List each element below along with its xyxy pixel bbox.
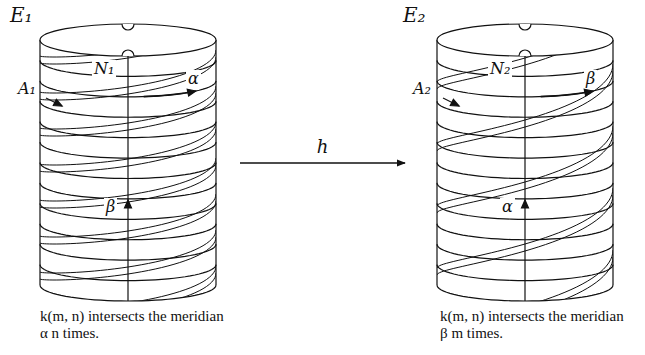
curve-label: β xyxy=(584,70,597,88)
curve-label: β xyxy=(104,198,117,216)
leader-arrow-head xyxy=(53,99,62,106)
top-disk xyxy=(40,24,216,56)
notch xyxy=(122,24,134,30)
longitude-arrow-head xyxy=(584,89,593,96)
leader-arrow xyxy=(443,98,459,106)
notch xyxy=(519,50,531,56)
curve-label: α xyxy=(500,198,515,216)
map-arrow xyxy=(240,162,405,164)
curve-label: α xyxy=(186,70,201,88)
notch xyxy=(122,50,134,56)
space-name: E₂ xyxy=(403,4,426,26)
meridian-arrow xyxy=(125,200,132,208)
knot-strand xyxy=(437,0,613,20)
solid-torus-illustration xyxy=(40,0,216,352)
meridian-arrow xyxy=(522,200,529,208)
knot-strand xyxy=(437,0,613,27)
solid-torus: E₁ xyxy=(30,22,240,304)
knot-strand xyxy=(40,14,216,57)
knot-strand xyxy=(40,0,216,28)
curve-label: A₂ xyxy=(411,80,433,98)
meridian-line xyxy=(524,56,525,301)
solid-torus-illustration xyxy=(437,0,613,355)
meridian-line xyxy=(127,56,128,301)
leader-arrow-head xyxy=(450,99,459,106)
caption-text: k(m, n) intersects the meridian α n time… xyxy=(40,308,230,343)
leader-arrow xyxy=(46,98,62,106)
knot-strand xyxy=(40,0,216,21)
longitude-arrow-head xyxy=(187,89,196,96)
cylinder-drawing xyxy=(30,22,240,304)
curve-label: A₁ xyxy=(16,80,38,98)
curve-label: N₂ xyxy=(488,60,512,78)
curve-label: N₁ xyxy=(92,60,116,78)
space-name: E₁ xyxy=(10,4,33,26)
top-disk xyxy=(437,24,613,56)
map-name: h xyxy=(314,137,332,157)
notch xyxy=(519,24,531,30)
caption-text: k(m, n) intersects the meridian β m time… xyxy=(440,308,630,343)
